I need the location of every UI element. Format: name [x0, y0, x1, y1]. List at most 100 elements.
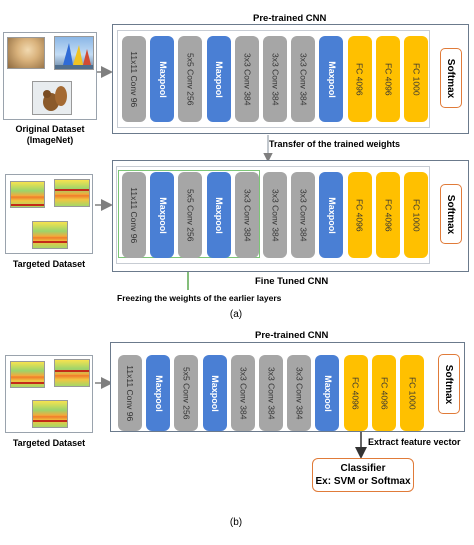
maxpool-layer: Maxpool — [146, 355, 171, 431]
maxpool-layer-label: Maxpool — [326, 60, 337, 98]
pretrained-cnn-inner-a — [117, 30, 430, 128]
spectrogram-2 — [54, 179, 90, 207]
conv-layer-label: 5x5 Conv 256 — [181, 366, 192, 420]
softmax-label-a: Softmax — [445, 58, 457, 98]
conv-layer: 3x3 Conv 384 — [259, 355, 283, 431]
maxpool-layer-label: Maxpool — [153, 374, 164, 412]
fc-layer: FC 4096 — [347, 36, 372, 122]
softmax-box-b: Softmax — [438, 354, 460, 414]
fc-layer-label: FC 1000 — [411, 62, 422, 96]
squirrel-image — [32, 81, 72, 115]
conv-layer: 5x5 Conv 256 — [178, 36, 203, 122]
conv-layer: 11x11 Conv 96 — [122, 36, 146, 122]
freeze-weights-label: Freezing the weights of the earlier laye… — [117, 293, 282, 303]
caption-b: (b) — [229, 517, 243, 528]
conv-layer: 3x3 Conv 384 — [263, 36, 287, 122]
spectrogram-1 — [10, 181, 45, 208]
maxpool-layer: Maxpool — [206, 172, 231, 258]
targeted-dataset-label-b: Targeted Dataset — [12, 438, 86, 448]
conv-layer-label: 5x5 Conv 256 — [185, 52, 196, 106]
spectrogram-b-2 — [54, 359, 90, 387]
conv-layer-label: 3x3 Conv 384 — [298, 52, 309, 106]
original-dataset-images — [3, 32, 97, 120]
conv-layer: 5x5 Conv 256 — [178, 172, 203, 258]
targeted-dataset-label-a: Targeted Dataset — [12, 259, 86, 269]
conv-layer-label: 5x5 Conv 256 — [185, 188, 196, 242]
classifier-box: Classifier Ex: SVM or Softmax — [312, 458, 414, 492]
softmax-box-a: Softmax — [440, 48, 462, 108]
fine-tuned-cnn-label: Fine Tuned CNN — [255, 276, 329, 287]
conv-layer-label: 3x3 Conv 384 — [242, 188, 253, 242]
classifier-examples: Ex: SVM or Softmax — [315, 476, 411, 487]
fc-layer: FC 4096 — [375, 172, 400, 258]
fc-layer-label: FC 1000 — [407, 376, 418, 410]
conv-layer: 3x3 Conv 384 — [291, 36, 316, 122]
maxpool-layer-label: Maxpool — [157, 196, 168, 234]
transfer-weights-label: Transfer of the trained weights — [269, 139, 401, 149]
maxpool-layer-label: Maxpool — [210, 374, 221, 412]
original-dataset-sublabel: (ImageNet) — [26, 135, 74, 145]
conv-layer-label: 11x11 Conv 96 — [125, 365, 136, 421]
maxpool-layer-label: Maxpool — [322, 374, 333, 412]
fc-layer-label: FC 4096 — [354, 198, 365, 232]
maxpool-layer-label: Maxpool — [157, 60, 168, 98]
spectrogram-b-3 — [32, 400, 68, 428]
conv-layer: 3x3 Conv 384 — [263, 172, 287, 258]
softmax-box-fine-tuned: Softmax — [440, 184, 462, 244]
conv-layer: 3x3 Conv 384 — [287, 355, 312, 431]
conv-layer: 11x11 Conv 96 — [118, 355, 142, 431]
conv-layer-label: 3x3 Conv 384 — [242, 52, 253, 106]
fc-layer: FC 4096 — [347, 172, 372, 258]
maxpool-layer-label: Maxpool — [214, 60, 225, 98]
conv-layer-label: 3x3 Conv 384 — [270, 52, 281, 106]
conv-layer-label: 3x3 Conv 384 — [266, 366, 277, 420]
classifier-title: Classifier — [340, 463, 386, 474]
conv-layer: 11x11 Conv 96 — [122, 172, 146, 258]
targeted-dataset-images-b — [5, 355, 93, 433]
fc-layer-label: FC 4096 — [379, 376, 390, 410]
fc-layer-label: FC 4096 — [350, 376, 361, 410]
conv-layer: 3x3 Conv 384 — [230, 355, 255, 431]
fc-layer: FC 4096 — [375, 36, 400, 122]
conv-layer-label: 3x3 Conv 384 — [294, 366, 305, 420]
fc-layer: FC 1000 — [404, 172, 428, 258]
fc-layer: FC 4096 — [343, 355, 368, 431]
fc-layer: FC 1000 — [400, 355, 424, 431]
maxpool-layer-label: Maxpool — [326, 196, 337, 234]
conv-layer: 3x3 Conv 384 — [291, 172, 316, 258]
maxpool-layer: Maxpool — [319, 36, 344, 122]
pretrained-cnn-title-a: Pre-trained CNN — [253, 13, 327, 24]
fc-layer: FC 1000 — [404, 36, 428, 122]
sailboat-image — [54, 36, 94, 70]
dog-image — [7, 37, 45, 69]
maxpool-layer: Maxpool — [319, 172, 344, 258]
maxpool-layer: Maxpool — [150, 36, 175, 122]
conv-layer-label: 11x11 Conv 96 — [129, 51, 140, 107]
spectrogram-3 — [32, 221, 68, 249]
maxpool-layer: Maxpool — [315, 355, 340, 431]
spectrogram-b-1 — [10, 361, 45, 388]
fc-layer-label: FC 1000 — [411, 198, 422, 232]
fc-layer-label: FC 4096 — [383, 198, 394, 232]
extract-feature-label: Extract feature vector — [368, 437, 461, 447]
conv-layer-label: 3x3 Conv 384 — [270, 188, 281, 242]
softmax-label-fine-tuned: Softmax — [445, 194, 457, 234]
maxpool-layer: Maxpool — [150, 172, 175, 258]
conv-layer-label: 11x11 Conv 96 — [129, 187, 140, 243]
maxpool-layer: Maxpool — [206, 36, 231, 122]
conv-layer: 5x5 Conv 256 — [174, 355, 199, 431]
conv-layer: 3x3 Conv 384 — [234, 36, 259, 122]
original-dataset-label: Original Dataset — [15, 124, 85, 134]
conv-layer-label: 3x3 Conv 384 — [298, 188, 309, 242]
fc-layer-label: FC 4096 — [354, 62, 365, 96]
maxpool-layer-label: Maxpool — [214, 196, 225, 234]
conv-layer: 3x3 Conv 384 — [234, 172, 259, 258]
caption-a: (a) — [229, 309, 243, 320]
fc-layer-label: FC 4096 — [383, 62, 394, 96]
fine-tuned-cnn-inner — [116, 166, 430, 264]
maxpool-layer: Maxpool — [202, 355, 227, 431]
conv-layer-label: 3x3 Conv 384 — [238, 366, 249, 420]
softmax-label-b: Softmax — [443, 364, 455, 404]
pretrained-cnn-title-b: Pre-trained CNN — [255, 330, 329, 341]
fc-layer: FC 4096 — [371, 355, 396, 431]
